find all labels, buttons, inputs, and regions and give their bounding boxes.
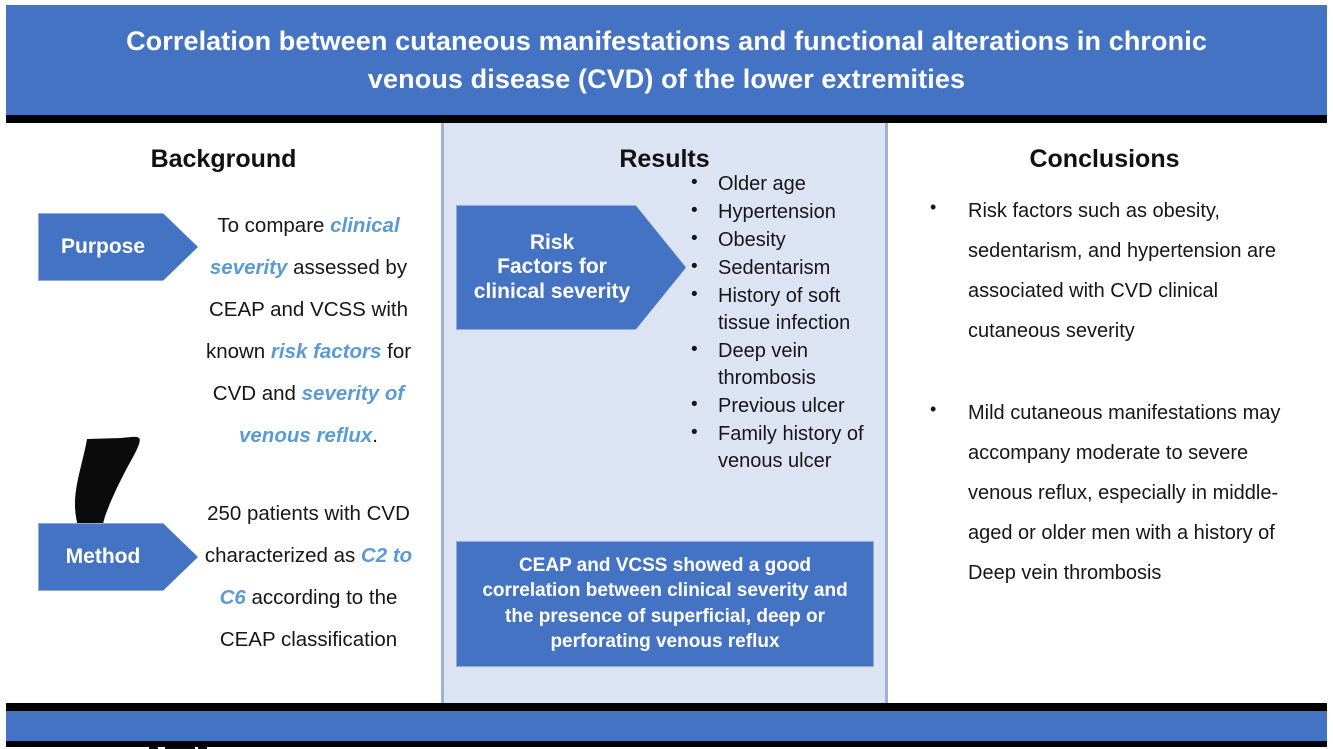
purpose-arrow-label: Purpose <box>60 234 146 258</box>
footer-divider-rule <box>6 703 1327 711</box>
method-text: 250 patients with CVD characterized as C… <box>191 493 426 661</box>
results-heading: Results <box>619 145 710 173</box>
list-item: Hypertension <box>684 198 889 226</box>
conclusions-heading: Conclusions <box>1029 145 1180 173</box>
list-item: History of soft tissue infection <box>684 282 889 337</box>
header-divider-rule <box>6 115 1327 123</box>
poster-body: Background Purpose To compare clinical s… <box>6 123 1327 749</box>
list-item: Sedentarism <box>684 254 889 282</box>
list-item: Older age <box>684 170 889 198</box>
purpose-text-part-4: for CVD and <box>212 340 412 406</box>
column-results: Results Risk Factors for clinical severi… <box>441 123 1066 703</box>
footer-bar <box>6 711 1327 741</box>
risk-factors-arrow-badge: Risk Factors for clinical severity <box>456 205 686 330</box>
column-background: Background Purpose To compare clinical s… <box>6 123 441 749</box>
method-text-part-1: C2 to C6 <box>219 544 413 610</box>
list-item: Family history of venous ulcer <box>684 420 889 475</box>
purpose-text-part-0: To compare <box>217 214 331 237</box>
risk-arrow-line-1: Factors for <box>497 255 607 279</box>
column-conclusions: Conclusions Risk factors such as obesity… <box>888 123 1321 703</box>
method-text-part-0: 250 patients with CVD characterized as <box>204 502 410 568</box>
method-arrow-label: Method <box>65 544 141 568</box>
purpose-text-part-1: clinical severity <box>209 214 400 280</box>
list-item: Obesity <box>684 226 889 254</box>
purpose-arrow-badge: Purpose <box>38 213 198 281</box>
purpose-text-part-6: . <box>372 424 378 448</box>
method-text-part-2: according to the CEAP classification <box>219 586 398 652</box>
page-title: Correlation between cutaneous manifestat… <box>126 25 1207 94</box>
purpose-text-part-2: assessed by CEAP and VCSS with known <box>205 256 409 364</box>
method-arrow-badge: Method <box>38 523 198 591</box>
list-item: Mild cutaneous manifestations may accomp… <box>918 391 1308 593</box>
risk-arrow-line-2: clinical severity <box>473 279 631 303</box>
purpose-text: To compare clinical severity assessed by… <box>191 205 426 457</box>
list-item: Risk factors such as obesity, sedentaris… <box>918 189 1308 351</box>
results-summary-box: CEAP and VCSS showed a good correlation … <box>456 541 874 668</box>
risk-arrow-line-0: Risk <box>529 231 575 255</box>
poster-header: Correlation between cutaneous manifestat… <box>6 5 1327 115</box>
background-heading: Background <box>150 145 297 173</box>
risk-factors-list: Older age Hypertension Obesity Sedentari… <box>684 170 889 476</box>
conclusions-list: Risk factors such as obesity, sedentaris… <box>918 189 1308 635</box>
list-item: Deep vein thrombosis <box>684 337 889 392</box>
footer-bottom-rule <box>6 741 1327 747</box>
risk-factors-arrow-label: Risk Factors for clinical severity <box>474 231 630 303</box>
purpose-text-part-5: severity of venous reflux <box>239 382 405 448</box>
list-item: Previous ulcer <box>684 392 889 420</box>
purpose-text-part-3: risk factors <box>270 340 382 364</box>
